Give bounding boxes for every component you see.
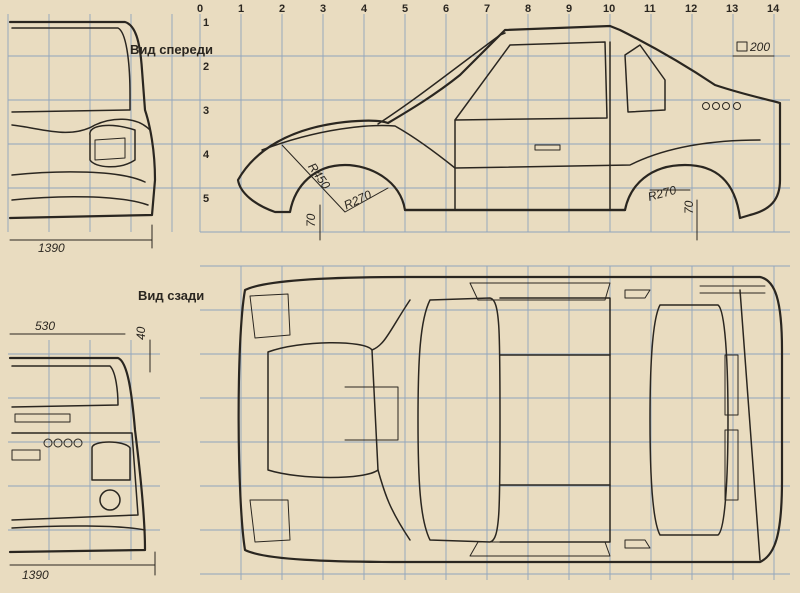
side-door-window bbox=[454, 41, 608, 121]
top-cowl-vent-rear bbox=[469, 541, 611, 557]
rear-lid bbox=[11, 432, 139, 521]
side-vent-hole-1 bbox=[702, 102, 710, 110]
ruler-x-10: 10 bbox=[603, 3, 615, 15]
ruler-y-5: 5 bbox=[203, 193, 209, 205]
ruler-x-13: 13 bbox=[726, 3, 738, 15]
front-hood-line bbox=[11, 118, 151, 134]
ruler-x-4: 4 bbox=[361, 3, 368, 15]
grid-rear-view bbox=[8, 340, 160, 560]
top-quarter-window-left bbox=[624, 289, 651, 299]
top-vent-dots bbox=[699, 285, 766, 294]
scale-square bbox=[736, 41, 748, 52]
rear-vent-1 bbox=[43, 438, 53, 448]
radius-270-front-label: R270 bbox=[342, 187, 374, 212]
ruler-x-2: 2 bbox=[279, 3, 285, 15]
side-vent-hole-4 bbox=[733, 102, 741, 110]
top-body-outline bbox=[237, 275, 784, 564]
front-view-caption: Вид спереди bbox=[130, 42, 213, 57]
rear-lamp-round bbox=[99, 489, 121, 511]
rear-window bbox=[11, 365, 119, 408]
top-hood-stripe bbox=[344, 386, 399, 441]
top-quarter-window-right bbox=[624, 539, 651, 549]
rear-license-recess bbox=[14, 413, 71, 423]
top-view bbox=[237, 275, 784, 564]
top-roof-front-bar bbox=[499, 354, 611, 486]
top-rear-deck-line bbox=[739, 289, 761, 561]
top-cowl-vent-front bbox=[469, 282, 611, 301]
top-rear-window bbox=[649, 304, 729, 536]
ruler-y-4: 4 bbox=[203, 149, 210, 161]
rear-view-caption: Вид сзади bbox=[138, 288, 204, 303]
top-windshield bbox=[417, 297, 501, 543]
ruler-x-0: 0 bbox=[197, 3, 203, 15]
scale-label: 200 bbox=[749, 40, 770, 54]
rear-vent-3 bbox=[63, 438, 73, 448]
top-roof bbox=[499, 297, 611, 543]
ruler-x-11: 11 bbox=[644, 3, 656, 15]
rear-body-outline bbox=[8, 356, 147, 554]
ruler-y-2: 2 bbox=[203, 61, 209, 73]
front-bumper-line bbox=[11, 171, 149, 206]
side-door-line bbox=[454, 41, 611, 211]
side-rear-quarter-window bbox=[624, 44, 666, 113]
side-door-handle bbox=[534, 144, 561, 151]
ruler-y-3: 3 bbox=[203, 105, 209, 117]
ruler-y-1: 1 bbox=[203, 17, 209, 29]
front-windshield bbox=[11, 27, 131, 113]
top-fender-left bbox=[371, 299, 411, 541]
rear-bumper bbox=[11, 525, 146, 531]
side-vent-hole-2 bbox=[712, 102, 720, 110]
rear-width-label: 1390 bbox=[22, 568, 49, 582]
ruler-y-numbers: 1 2 3 4 5 bbox=[203, 17, 210, 205]
side-windshield bbox=[377, 32, 506, 125]
top-rear-lamp-left bbox=[724, 354, 739, 416]
clearance-rear-label: 70 bbox=[682, 200, 696, 214]
front-headlight-housing bbox=[89, 124, 136, 168]
grid-front-view bbox=[7, 14, 200, 232]
front-view: 1390 bbox=[8, 20, 157, 255]
top-rear-lamp-right bbox=[724, 429, 739, 501]
ruler-x-7: 7 bbox=[484, 3, 490, 15]
grid-side-view bbox=[199, 14, 790, 233]
rear-view: 530 40 1390 bbox=[8, 319, 156, 582]
rear-530-label: 530 bbox=[35, 319, 55, 333]
rear-plate bbox=[11, 449, 41, 461]
ruler-x-6: 6 bbox=[443, 3, 449, 15]
clearance-front-label: 70 bbox=[304, 213, 318, 227]
rear-40-label: 40 bbox=[134, 326, 148, 340]
front-body-outline bbox=[8, 20, 157, 220]
front-width-label: 1390 bbox=[38, 241, 65, 255]
ruler-x-12: 12 bbox=[685, 3, 697, 15]
ruler-x-14: 14 bbox=[767, 3, 780, 15]
rear-vent-2 bbox=[53, 438, 63, 448]
ruler-x-8: 8 bbox=[525, 3, 531, 15]
rear-vent-4 bbox=[73, 438, 83, 448]
ruler-x-3: 3 bbox=[320, 3, 326, 15]
ruler-x-1: 1 bbox=[238, 3, 244, 15]
rear-lamp-housing bbox=[91, 441, 131, 481]
ruler-x-9: 9 bbox=[566, 3, 572, 15]
side-wheelarch-front-radius-line bbox=[281, 144, 389, 213]
side-view: R450 R270 R270 70 70 200 bbox=[236, 24, 782, 241]
front-headlight bbox=[94, 137, 126, 161]
side-belt-line bbox=[261, 124, 761, 169]
side-body-outline bbox=[236, 24, 782, 220]
ruler-x-5: 5 bbox=[402, 3, 408, 15]
top-headlight-left bbox=[249, 293, 291, 339]
top-headlight-right bbox=[249, 499, 291, 543]
side-vent-hole-3 bbox=[722, 102, 730, 110]
